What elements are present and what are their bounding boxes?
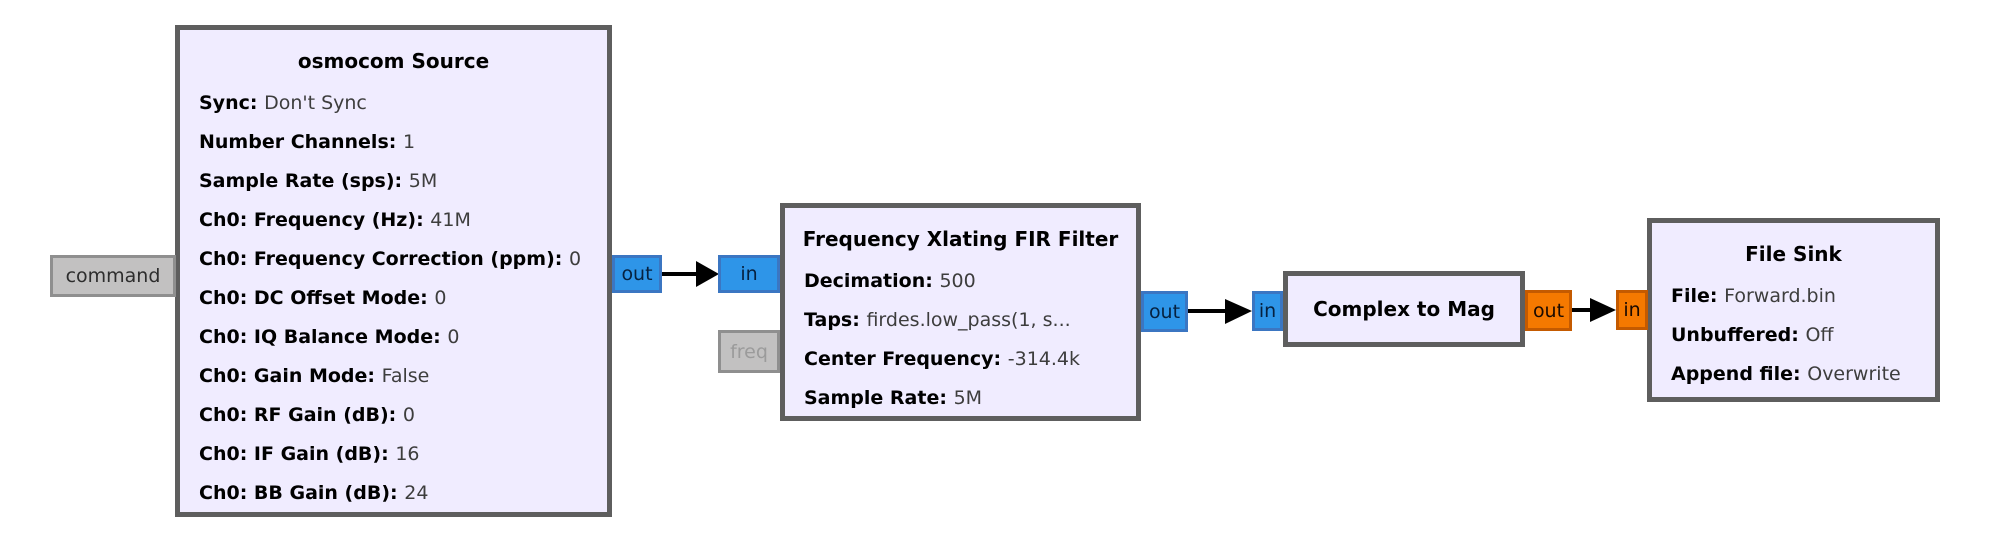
fir-filter-in-port[interactable]: in: [718, 255, 780, 293]
param-row: Sample Rate5M: [804, 379, 1117, 416]
param-list: FileForward.bin UnbufferedOff Append fil…: [1652, 277, 1935, 394]
file-sink-in-port[interactable]: in: [1616, 290, 1648, 330]
param-row: Center Frequency-314.4k: [804, 340, 1117, 379]
param-row: Decimation500: [804, 262, 1117, 301]
block-file-sink[interactable]: File Sink FileForward.bin UnbufferedOff …: [1647, 218, 1940, 402]
param-row: SyncDon't Sync: [199, 84, 588, 123]
param-row: FileForward.bin: [1671, 277, 1916, 316]
param-row: Ch0: Gain ModeFalse: [199, 357, 588, 396]
fir-filter-freq-message-port[interactable]: freq: [718, 330, 780, 373]
connection-arrowhead-icon: [1225, 299, 1252, 324]
param-row: Ch0: BB Gain (dB)24: [199, 474, 588, 512]
param-row: Ch0: DC Offset Mode0: [199, 279, 588, 318]
block-osmocom-source[interactable]: osmocom Source SyncDon't Sync Number Cha…: [175, 25, 612, 517]
block-title: Complex to Mag: [1313, 297, 1495, 321]
complex-to-mag-in-port[interactable]: in: [1252, 291, 1283, 331]
param-row: Ch0: Frequency (Hz)41M: [199, 201, 588, 240]
connection-fir-to-complextomag[interactable]: [1188, 299, 1252, 324]
block-title: Frequency Xlating FIR Filter: [802, 227, 1119, 251]
osmocom-command-message-port[interactable]: command: [50, 255, 176, 297]
block-complex-to-mag[interactable]: Complex to Mag: [1283, 271, 1525, 347]
param-row: Append fileOverwrite: [1671, 355, 1916, 394]
param-list: SyncDon't Sync Number Channels1 Sample R…: [180, 84, 607, 512]
block-title: File Sink: [1745, 242, 1842, 266]
osmocom-out-port[interactable]: out: [612, 255, 662, 293]
block-title: osmocom Source: [297, 49, 490, 73]
param-row: Ch0: IF Gain (dB)16: [199, 435, 588, 474]
complex-to-mag-out-port[interactable]: out: [1525, 290, 1572, 331]
fir-filter-out-port[interactable]: out: [1141, 291, 1188, 332]
connection-osmocom-to-fir[interactable]: [662, 261, 719, 287]
param-row: Ch0: IQ Balance Mode0: [199, 318, 588, 357]
param-list: Decimation500 Tapsfirdes.low_pass(1, s..…: [785, 262, 1136, 416]
param-row: Number Channels1: [199, 123, 588, 162]
connection-arrowhead-icon: [1590, 298, 1616, 322]
param-row: UnbufferedOff: [1671, 316, 1916, 355]
param-row: Ch0: Frequency Correction (ppm)0: [199, 240, 588, 279]
connection-arrowhead-icon: [696, 261, 719, 287]
connection-complextomag-to-filesink[interactable]: [1572, 298, 1616, 322]
param-row: Ch0: RF Gain (dB)0: [199, 396, 588, 435]
param-row: Tapsfirdes.low_pass(1, s...: [804, 301, 1117, 340]
block-frequency-xlating-fir-filter[interactable]: Frequency Xlating FIR Filter Decimation5…: [780, 203, 1141, 421]
param-row: Sample Rate (sps)5M: [199, 162, 588, 201]
